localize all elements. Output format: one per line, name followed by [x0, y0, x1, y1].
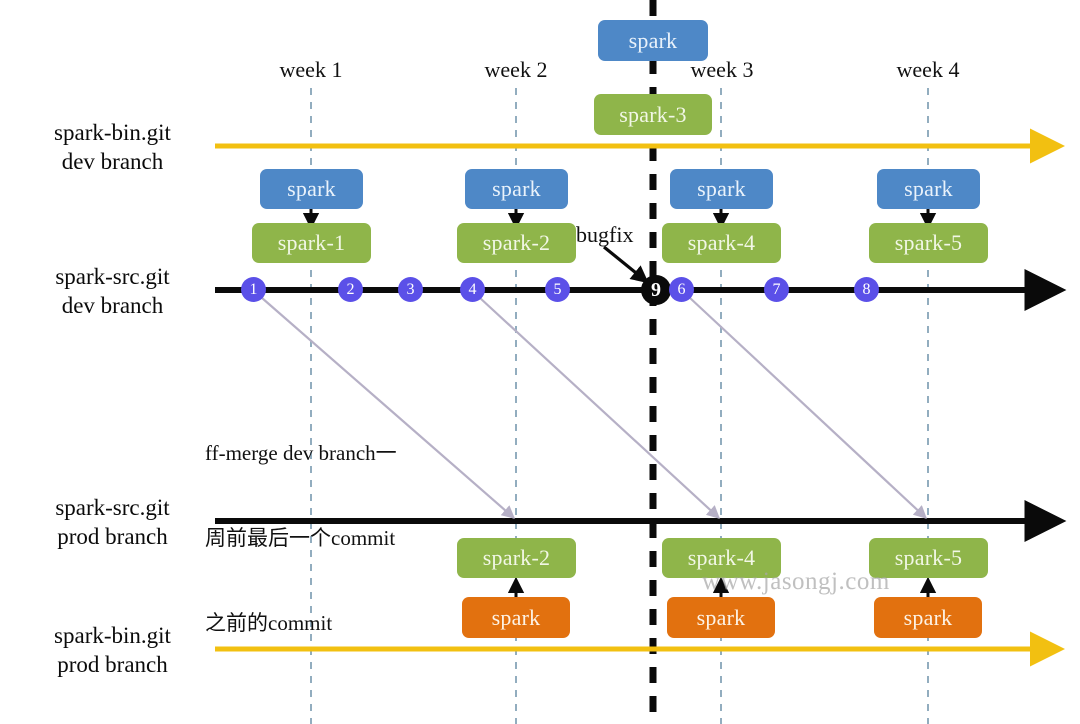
- commit-dot-7[interactable]: 7: [764, 277, 789, 302]
- commit-dot-2[interactable]: 2: [338, 277, 363, 302]
- bugfix-pointer-arrow: [602, 245, 649, 284]
- commit-dot-4[interactable]: 4: [460, 277, 485, 302]
- week-label-4: week 4: [896, 57, 960, 82]
- watermark: www.jasongj.com: [702, 568, 890, 595]
- row-label-src-dev-line1: spark-src.git: [55, 264, 170, 289]
- commit-dot-6[interactable]: 6: [669, 277, 694, 302]
- box-spark-1-src-dev[interactable]: spark-1: [252, 223, 371, 263]
- week-label-3: week 3: [690, 57, 754, 82]
- row-label-bin-dev-line2: dev branch: [61, 149, 164, 175]
- commit-dot-5[interactable]: 5: [545, 277, 570, 302]
- box-spark-bin-prod-3[interactable]: spark: [874, 597, 982, 638]
- box-spark-src-dev-4[interactable]: spark: [877, 169, 980, 209]
- box-spark-3-bin-dev[interactable]: spark-3: [594, 94, 712, 135]
- row-label-src-dev-line2: dev branch: [61, 293, 164, 319]
- week-gridlines: [310, 88, 929, 724]
- box-spark-src-dev-3[interactable]: spark: [670, 169, 773, 209]
- bugfix-label: bugfix: [576, 222, 634, 247]
- commit-dot-1[interactable]: 1: [241, 277, 266, 302]
- box-spark-bin-dev-blue[interactable]: spark: [598, 20, 708, 61]
- box-spark-4-src-dev[interactable]: spark-4: [662, 223, 781, 263]
- box-spark-2-src-dev[interactable]: spark-2: [457, 223, 576, 263]
- ff-merge-arrow-3: [689, 297, 927, 519]
- row-label-src-prod-line2: prod branch: [57, 524, 168, 550]
- row-label-src-dev: spark-src.git dev branch: [10, 262, 215, 321]
- week-label-1: week 1: [279, 57, 343, 82]
- box-spark-4-src-prod[interactable]: spark-4: [662, 538, 781, 578]
- week-label-2: week 2: [484, 57, 548, 82]
- box-spark-5-src-dev[interactable]: spark-5: [869, 223, 988, 263]
- ff-merge-note-line3: 之前的commit: [205, 610, 333, 635]
- ff-merge-note-line2: 周前最后一个commit: [205, 525, 396, 550]
- box-spark-src-dev-2[interactable]: spark: [465, 169, 568, 209]
- ff-merge-arrow-2: [479, 297, 720, 519]
- commit-dot-8[interactable]: 8: [854, 277, 879, 302]
- row-label-src-prod: spark-src.git prod branch: [10, 493, 215, 552]
- row-label-bin-dev: spark-bin.git dev branch: [10, 118, 215, 177]
- commit-dot-9-bugfix[interactable]: 9: [641, 275, 671, 305]
- row-label-bin-prod-line2: prod branch: [57, 652, 168, 678]
- row-label-src-prod-line1: spark-src.git: [55, 495, 170, 520]
- row-label-bin-prod: spark-bin.git prod branch: [10, 621, 215, 680]
- box-spark-5-src-prod[interactable]: spark-5: [869, 538, 988, 578]
- row-label-bin-prod-line1: spark-bin.git: [54, 623, 171, 648]
- ff-merge-note: ff-merge dev branch一 周前最后一个commit 之前的com…: [205, 382, 397, 694]
- box-spark-bin-prod-1[interactable]: spark: [462, 597, 570, 638]
- ff-merge-note-line1: ff-merge dev branch一: [205, 440, 397, 465]
- box-spark-bin-prod-2[interactable]: spark: [667, 597, 775, 638]
- commit-dot-3[interactable]: 3: [398, 277, 423, 302]
- row-label-bin-dev-line1: spark-bin.git: [54, 120, 171, 145]
- box-spark-2-src-prod[interactable]: spark-2: [457, 538, 576, 578]
- box-spark-src-dev-1[interactable]: spark: [260, 169, 363, 209]
